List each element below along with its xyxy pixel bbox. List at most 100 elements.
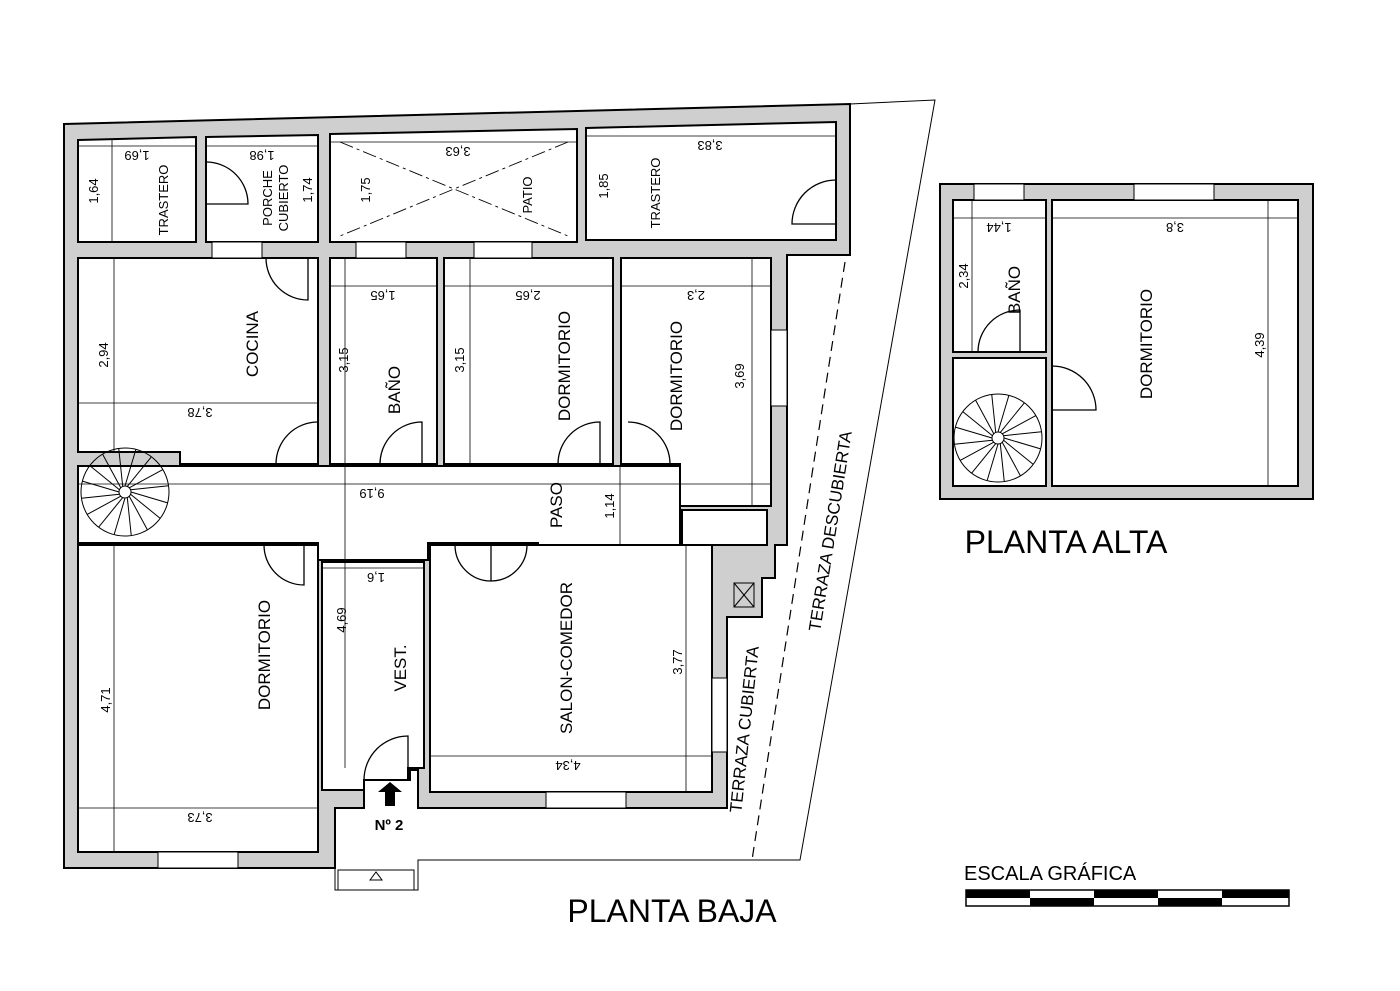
- dim-trastero-left-h: 1,64: [86, 178, 101, 203]
- dim-upper-bano-h: 2,34: [956, 263, 971, 288]
- stair-step: [971, 443, 997, 474]
- window-upper-bano: [973, 183, 1025, 201]
- label-cubierto: CUBIERTO: [276, 165, 291, 232]
- dormitorio-mid-room: [443, 257, 614, 465]
- porche-room: [205, 133, 319, 243]
- stair-step: [1002, 415, 1037, 435]
- salon-room: [429, 544, 713, 793]
- label-salon: SALON-COMEDOR: [557, 582, 576, 734]
- window-upper-dormitorio: [1133, 183, 1215, 201]
- stair-step: [86, 495, 121, 515]
- dim-dorm-bottom-w: 3,73: [187, 810, 212, 825]
- label-trastero-right: TRASTERO: [648, 158, 663, 229]
- dim-trastero-left-w: 1,69: [124, 148, 149, 163]
- stair-step: [959, 441, 994, 461]
- stair-step: [102, 453, 122, 488]
- label-cocina: COCINA: [243, 310, 262, 377]
- terrace-outline: [334, 99, 936, 891]
- label-terraza-cubierta: TERRAZA CUBIERTA: [726, 644, 762, 813]
- label-dormitorio-mid: DORMITORIO: [555, 311, 574, 421]
- upper-dormitorio-room: [1051, 199, 1299, 487]
- door-salon-left: [454, 544, 492, 582]
- dim-upper-dorm-h: 4,39: [1252, 332, 1267, 357]
- stair-step: [124, 449, 137, 487]
- stair-step: [955, 426, 993, 439]
- dim-salon-h: 3,77: [670, 649, 685, 674]
- dim-porche-w: 1,98: [249, 148, 274, 163]
- stair-step: [98, 497, 124, 528]
- stair-step: [962, 411, 993, 437]
- stair-step: [81, 493, 120, 499]
- dim-cocina-w: 3,78: [187, 405, 212, 420]
- stair-step: [130, 493, 161, 519]
- label-dormitorio-bottom: DORMITORIO: [255, 600, 274, 710]
- door-upper-bano: [977, 309, 1021, 353]
- label-trastero-left: TRASTERO: [156, 165, 171, 236]
- door-dormitorio-right: [627, 421, 671, 465]
- dim-vest-h: 4,69: [334, 607, 349, 632]
- dim-dorm-right-w: 2,3: [687, 288, 705, 303]
- scale-label: ESCALA GRÁFICA: [964, 862, 1137, 885]
- label-entrance-number: Nº 2: [375, 817, 404, 834]
- door-upper-dormitorio: [1051, 365, 1097, 411]
- stair-step: [954, 439, 993, 445]
- spiral-staircase-upper: [953, 393, 1043, 483]
- dim-bano-w: 1,65: [370, 288, 395, 303]
- stair-step: [975, 399, 995, 434]
- dim-trastero-right-w: 3,83: [697, 138, 722, 153]
- stair-step: [130, 485, 169, 491]
- scale-bar: ESCALA GRÁFICA: [964, 862, 1290, 907]
- dim-patio-h: 1,75: [358, 177, 373, 202]
- window-salon-side: [711, 677, 728, 753]
- label-patio: PATIO: [520, 176, 535, 213]
- stair-step: [1003, 439, 1034, 465]
- dim-salon-w: 4,34: [555, 758, 580, 773]
- label-porche: PORCHE: [260, 170, 275, 226]
- title-planta-alta: PLANTA ALTA: [965, 524, 1168, 560]
- stair-step: [129, 469, 164, 489]
- stair-step: [118, 448, 124, 487]
- dim-cocina-h: 2,94: [96, 342, 111, 367]
- stair-step: [1003, 431, 1042, 437]
- window-dormitorio-mid: [473, 241, 533, 259]
- dim-dorm-bottom-h: 4,71: [98, 687, 113, 712]
- dim-vest-w: 1,6: [367, 570, 385, 585]
- stair-step: [89, 465, 120, 491]
- door-trastero-right: [791, 179, 837, 225]
- door-cocina-porche: [265, 257, 309, 301]
- trastero-left-room: [77, 135, 197, 243]
- label-upper-dormitorio: DORMITORIO: [1137, 289, 1156, 399]
- stair-step: [128, 496, 148, 531]
- stair-step: [999, 402, 1025, 433]
- window-bano: [355, 241, 407, 259]
- window-salon: [545, 791, 627, 809]
- dim-paso-h: 1,14: [602, 493, 617, 518]
- upper-stair-room: [952, 357, 1047, 487]
- label-bano: BAÑO: [385, 366, 404, 414]
- label-paso: PASO: [547, 482, 566, 528]
- ground-floor-plan: TRASTERO PORCHE CUBIERTO PATIO TRASTERO …: [63, 99, 936, 929]
- dim-bano-h: 3,15: [336, 347, 351, 372]
- patio-cross-a: [339, 141, 569, 237]
- dim-porche-h: 1,74: [300, 177, 315, 202]
- dimension-lines-ground: [78, 128, 836, 852]
- terraza-dashed-edge: [751, 261, 846, 861]
- entrance-step-arrow: [369, 871, 383, 881]
- small-closet: [681, 509, 768, 546]
- shaft-cross-b: [733, 582, 755, 608]
- dim-paso-w: 9,19: [359, 486, 384, 501]
- label-terraza-descubierta: TERRAZA DESCUBIERTA: [805, 429, 856, 633]
- cocina-room: [77, 257, 319, 465]
- door-salon-right: [490, 544, 528, 582]
- door-bano: [379, 421, 423, 465]
- stair-step: [82, 480, 120, 493]
- door-dormitorio-bottom: [263, 544, 305, 586]
- stair-step: [999, 443, 1005, 482]
- label-vestibulo: VEST.: [391, 644, 410, 691]
- stair-step: [991, 394, 997, 433]
- dim-dorm-right-h: 3,69: [732, 363, 747, 388]
- stair-step: [130, 491, 168, 504]
- label-upper-bano: BAÑO: [1005, 266, 1024, 314]
- window-cocina: [211, 241, 263, 259]
